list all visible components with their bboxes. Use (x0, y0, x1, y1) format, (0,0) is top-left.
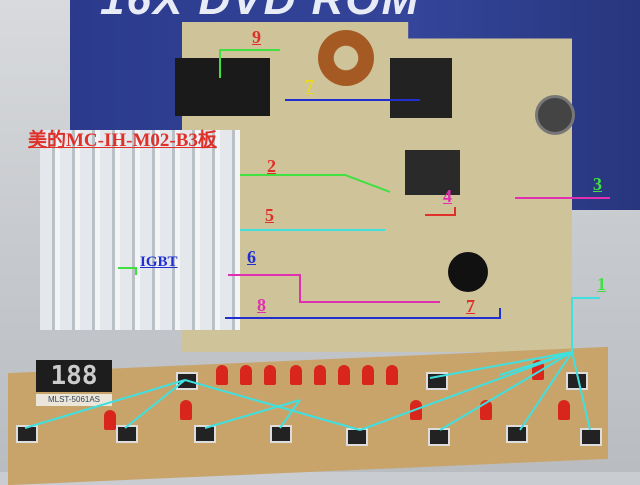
panel-button (428, 428, 450, 446)
marker-4: 4 (443, 186, 452, 206)
line-8 (225, 308, 501, 319)
led (264, 365, 276, 385)
panel-lines (24, 379, 361, 431)
marker-6: 6 (247, 247, 256, 267)
led (386, 365, 398, 385)
line-6 (228, 274, 440, 303)
led (216, 365, 228, 385)
led (240, 365, 252, 385)
line-2 (240, 174, 391, 193)
buzzer (448, 252, 488, 292)
line-1 (359, 297, 600, 431)
panel-button (16, 425, 38, 443)
transformer (390, 58, 452, 118)
seven-segment-display: 188 (36, 360, 112, 392)
marker-3: 3 (593, 174, 602, 194)
box-text: 16X DVD ROM (100, 0, 420, 22)
marker-8: 8 (257, 295, 266, 315)
led (558, 400, 570, 420)
panel-button (194, 425, 216, 443)
small-transformer (405, 150, 460, 195)
marker-9: 9 (252, 27, 261, 47)
capacitor (535, 95, 575, 135)
marker-7-bottom: 7 (466, 296, 475, 316)
marker-2: 2 (267, 156, 276, 176)
led (104, 410, 116, 430)
led (314, 365, 326, 385)
line-4 (425, 207, 456, 216)
annotation-lines (24, 49, 610, 431)
heatsink (40, 130, 240, 330)
line-9 (219, 49, 280, 78)
led (338, 365, 350, 385)
board-title-label: 美的MC-IH-M02-B3板 (28, 130, 217, 151)
led (180, 400, 192, 420)
panel-button (580, 428, 602, 446)
led (290, 365, 302, 385)
line-igbt (118, 267, 137, 275)
marker-7-top: 7 (305, 76, 314, 96)
led (362, 365, 374, 385)
marker-1: 1 (597, 274, 606, 294)
relay-block (175, 58, 270, 116)
display-model-label: MLST-5061AS (36, 394, 112, 406)
marker-5: 5 (265, 205, 274, 225)
igbt-label: IGBT (140, 254, 178, 270)
panel-button (506, 425, 528, 443)
toroid-coil (318, 30, 374, 86)
